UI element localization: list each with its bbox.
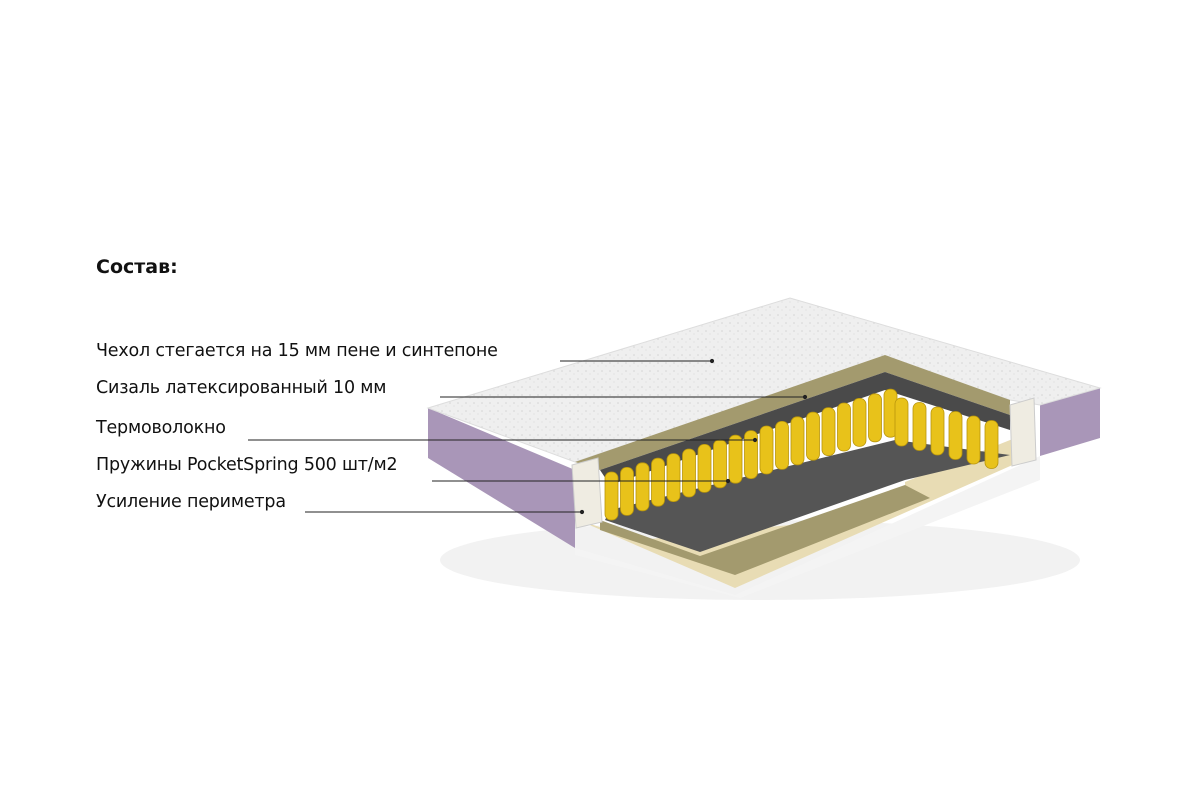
layer-label-cover: Чехол стегается на 15 мм пене и синтепон… xyxy=(96,341,498,361)
layer-label-sisal: Сизаль латексированный 10 мм xyxy=(96,378,387,398)
mattress-bottom-edge xyxy=(575,456,1040,598)
pocket-springs xyxy=(604,388,999,521)
mattress-side-left xyxy=(428,408,575,548)
spring-coil xyxy=(984,420,999,469)
spring-coil xyxy=(821,407,836,457)
layer-label-springs: Пружины PocketSpring 500 шт/м2 xyxy=(96,455,398,475)
leader-dot-thermofiber xyxy=(752,437,758,443)
leader-dot-sisal xyxy=(802,394,808,400)
spring-coil xyxy=(759,425,774,475)
thermofiber-layer-bottom xyxy=(605,440,1010,552)
leader-dot-perimeter xyxy=(579,509,585,515)
spring-coil xyxy=(604,471,619,521)
spring-coil xyxy=(948,411,963,460)
layer-label-perimeter: Усиление периметра xyxy=(96,492,286,512)
spring-coil xyxy=(930,406,945,456)
perimeter-block-left xyxy=(571,457,603,529)
spring-coil xyxy=(894,397,909,447)
spring-coil xyxy=(852,397,867,447)
spring-coil xyxy=(775,420,789,470)
spring-coil xyxy=(744,430,758,480)
spring-coil xyxy=(806,411,820,461)
sisal-layer-bottom xyxy=(600,485,930,575)
spring-coil xyxy=(635,462,650,512)
leader-dot-cover xyxy=(709,358,715,364)
spring-coil xyxy=(651,457,665,507)
composition-heading: Состав: xyxy=(96,256,178,278)
spring-coil xyxy=(666,453,681,503)
spring-coil xyxy=(682,448,696,498)
perimeter-block-right xyxy=(1009,397,1037,467)
mattress-side-right xyxy=(1040,388,1100,456)
spring-coil xyxy=(620,466,634,516)
spring-coil xyxy=(697,443,712,493)
spring-coil xyxy=(868,393,882,443)
sisal-layer-top xyxy=(575,355,1010,470)
leader-dot-springs xyxy=(725,478,731,484)
spring-coil xyxy=(966,415,981,465)
spring-coil xyxy=(912,402,927,451)
spring-coil xyxy=(790,416,805,466)
spring-coil xyxy=(728,434,743,484)
spring-coil xyxy=(837,402,851,452)
layer-label-thermofiber: Термоволокно xyxy=(96,418,226,438)
